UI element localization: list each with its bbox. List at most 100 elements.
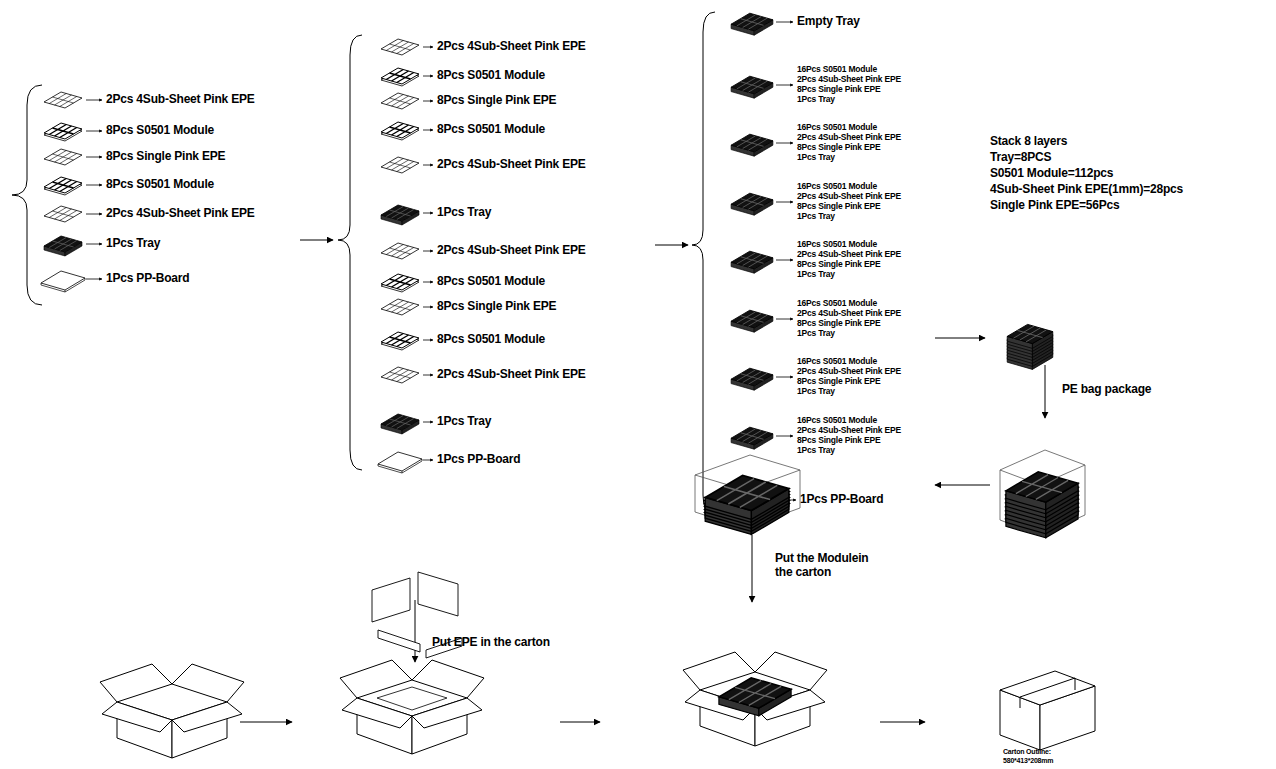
part-label: 1Pcs Tray xyxy=(797,387,835,397)
part-label: 8Pcs S0501 Module xyxy=(106,178,214,192)
part-label: 1Pcs Tray xyxy=(797,329,835,339)
leader-line xyxy=(776,202,793,203)
part-label: 2Pcs 4Sub-Sheet Pink EPE xyxy=(797,426,901,436)
tray-icon xyxy=(1006,472,1078,510)
epe-icon xyxy=(44,206,82,222)
part-label: 16Pcs S0501 Module xyxy=(797,182,877,192)
leader-line xyxy=(423,375,433,376)
part-label: 8Pcs S0501 Module xyxy=(437,123,545,137)
part-label: 2Pcs 4Sub-Sheet Pink EPE xyxy=(797,250,901,260)
part-label: 2Pcs 4Sub-Sheet Pink EPE xyxy=(106,207,255,221)
part-label: 1Pcs PP-Board xyxy=(106,272,189,286)
tray-icon xyxy=(731,134,773,156)
part-label: 2Pcs 4Sub-Sheet Pink EPE xyxy=(106,93,255,107)
leader-line xyxy=(423,76,433,77)
part-label: 1Pcs Tray xyxy=(437,415,491,429)
part-label: 8Pcs S0501 Module xyxy=(437,333,545,347)
tray-icon xyxy=(731,13,773,35)
part-label: 16Pcs S0501 Module xyxy=(797,357,877,367)
part-label: 8Pcs Single Pink EPE xyxy=(797,377,880,387)
part-label: Stack 8 layers xyxy=(990,135,1067,149)
part-label: 2Pcs 4Sub-Sheet Pink EPE xyxy=(797,309,901,319)
part-label: 2Pcs 4Sub-Sheet Pink EPE xyxy=(437,244,586,258)
part-label: 8Pcs Single Pink EPE xyxy=(797,143,880,153)
part-label: 1Pcs Tray xyxy=(797,446,835,456)
epe-icon xyxy=(44,92,82,108)
part-label: 16Pcs S0501 Module xyxy=(797,65,877,75)
part-label: Put the Modulein the carton xyxy=(775,552,887,580)
leader-line xyxy=(86,279,102,280)
leader-line xyxy=(423,422,433,423)
mod-icon xyxy=(381,122,419,140)
part-label: 2Pcs 4Sub-Sheet Pink EPE xyxy=(797,75,901,85)
leader-line xyxy=(86,100,102,101)
mod-icon xyxy=(44,177,82,195)
part-label: 8Pcs Single Pink EPE xyxy=(797,260,880,270)
tray-icon xyxy=(44,236,82,256)
epe-icon xyxy=(381,299,419,315)
part-label: 2Pcs 4Sub-Sheet Pink EPE xyxy=(797,367,901,377)
part-label: Empty Tray xyxy=(797,15,860,29)
leader-line xyxy=(423,282,433,283)
leader-line xyxy=(86,157,102,158)
part-label: 1Pcs Tray xyxy=(797,95,835,105)
part-label: 8Pcs Single Pink EPE xyxy=(797,436,880,446)
epe-icon xyxy=(381,367,419,383)
epe-icon xyxy=(44,149,82,165)
part-label: Put EPE in the carton xyxy=(432,636,550,650)
part-label: S0501 Module=112pcs xyxy=(990,167,1113,181)
tray-icon xyxy=(381,414,419,434)
part-label: Tray=8PCS xyxy=(990,151,1051,165)
part-label: 2Pcs 4Sub-Sheet Pink EPE xyxy=(797,192,901,202)
leader-line xyxy=(776,143,793,144)
leader-line xyxy=(86,131,102,132)
mod-icon xyxy=(381,68,419,86)
tray-icon xyxy=(731,310,773,332)
board-icon xyxy=(41,271,85,292)
tray-icon xyxy=(731,193,773,215)
leader-line xyxy=(423,47,433,48)
part-label: 1Pcs PP-Board xyxy=(437,453,520,467)
leader-line xyxy=(86,214,102,215)
part-label: Carton Outline: xyxy=(1003,748,1051,756)
tray-icon xyxy=(381,205,419,225)
part-label: 16Pcs S0501 Module xyxy=(797,416,877,426)
part-label: 8Pcs Single Pink EPE xyxy=(437,300,556,314)
part-label: 1Pcs PP-Board xyxy=(800,493,883,507)
part-label: 2Pcs 4Sub-Sheet Pink EPE xyxy=(437,40,586,54)
tray-icon xyxy=(731,76,773,98)
part-label: 2Pcs 4Sub-Sheet Pink EPE xyxy=(437,158,586,172)
tray-icon xyxy=(731,427,773,449)
leader-line xyxy=(423,213,433,214)
leader-line xyxy=(423,101,433,102)
leader-line xyxy=(423,130,433,131)
epe-icon xyxy=(381,157,419,173)
leader-line xyxy=(86,185,102,186)
part-label: 16Pcs S0501 Module xyxy=(797,299,877,309)
part-label: 8Pcs Single Pink EPE xyxy=(437,94,556,108)
part-label: 8Pcs Single Pink EPE xyxy=(797,202,880,212)
leader-line xyxy=(86,244,102,245)
part-label: 4Sub-Sheet Pink EPE(1mm)=28pcs xyxy=(990,183,1183,197)
part-label: 8Pcs Single Pink EPE xyxy=(797,319,880,329)
part-label: 1Pcs Tray xyxy=(797,153,835,163)
part-label: 16Pcs S0501 Module xyxy=(797,123,877,133)
mod-icon xyxy=(381,274,419,292)
part-label: 8Pcs Single Pink EPE xyxy=(797,85,880,95)
part-label: PE bag package xyxy=(1062,383,1151,397)
tray-icon xyxy=(731,251,773,273)
tray-icon xyxy=(705,475,789,519)
leader-line xyxy=(423,307,433,308)
leader-line xyxy=(776,377,793,378)
board-icon xyxy=(378,452,422,473)
part-label: 8Pcs S0501 Module xyxy=(437,69,545,83)
tray-icon xyxy=(731,368,773,390)
leader-line xyxy=(423,340,433,341)
epe-icon xyxy=(381,93,419,109)
part-label: 580*413*208mm xyxy=(1003,757,1053,765)
leader-line xyxy=(423,251,433,252)
part-label: 16Pcs S0501 Module xyxy=(797,240,877,250)
mod-icon xyxy=(381,332,419,350)
part-label: 8Pcs S0501 Module xyxy=(106,124,214,138)
